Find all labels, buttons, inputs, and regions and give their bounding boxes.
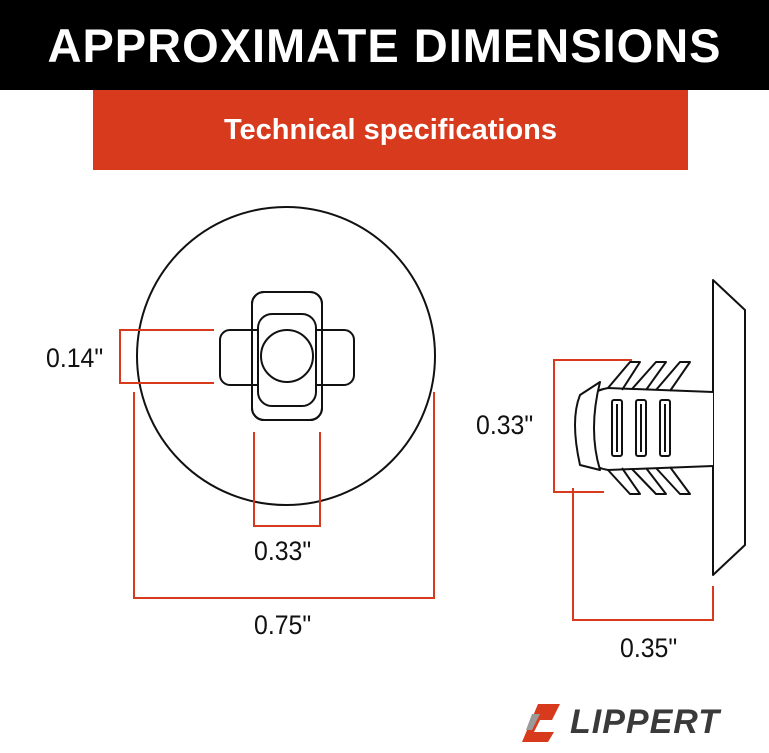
fin-bottom-1: [607, 467, 641, 495]
hub-vertical-front: [251, 291, 323, 421]
section-banner: Technical specifications: [93, 90, 688, 170]
shank-height-bracket: [553, 359, 632, 493]
slot-2: [635, 399, 647, 457]
shank-height-label: 0.33": [476, 410, 534, 440]
flange: [712, 279, 746, 576]
lippert-logo: [522, 704, 560, 742]
page-title: APPROXIMATE DIMENSIONS: [0, 0, 769, 90]
fin-bottom-3: [655, 466, 691, 495]
fin-top-1: [607, 361, 641, 391]
hub-width-bracket: [253, 432, 321, 527]
shank-length-bracket: [572, 488, 714, 621]
head-diameter-label: 0.75": [254, 610, 312, 640]
hub-width-label: 0.33": [254, 536, 312, 566]
shank-length-label: 0.35": [620, 633, 678, 663]
brand-name: LIPPERT: [570, 703, 720, 741]
shank-tip: [574, 381, 601, 471]
front-view: [136, 206, 436, 506]
diameter-bracket: [133, 392, 435, 599]
side-view: [574, 279, 746, 576]
hub-center: [260, 329, 314, 383]
fin-top-2: [631, 361, 667, 391]
front-dimension-lines: [119, 329, 435, 599]
tab-height-label: 0.14": [46, 343, 104, 373]
fin-bottom-2: [631, 467, 667, 495]
fin-top-3: [655, 361, 691, 392]
logo-mark-icon: [522, 704, 560, 742]
head-outline: [136, 206, 436, 506]
tab-height-bracket: [119, 329, 214, 384]
slot-1: [611, 399, 623, 457]
slot-3: [659, 399, 671, 457]
side-dimension-lines: [553, 359, 714, 621]
